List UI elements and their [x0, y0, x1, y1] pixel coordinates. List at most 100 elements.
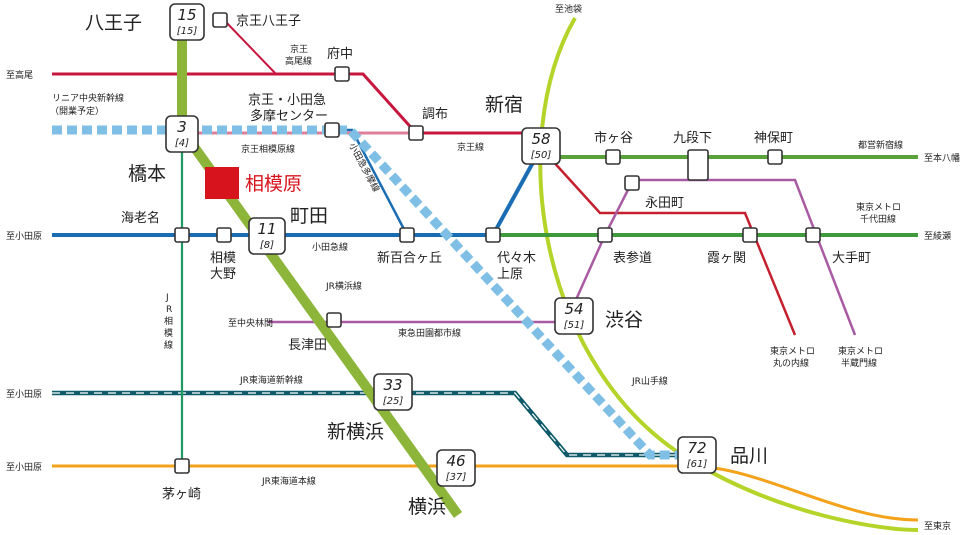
jr-shinkansen-dash [52, 392, 690, 456]
station-ichigaya-marker[interactable] [605, 149, 621, 165]
station-omotesando-marker[interactable] [597, 227, 613, 243]
box-machida[interactable]: 11 [8] [248, 217, 286, 255]
line-tokaido: JR東海道本線 [261, 475, 316, 487]
box-hashimoto[interactable]: 3 [4] [165, 115, 199, 153]
label-nagatacho: 永田町 [645, 196, 684, 211]
sagamihara-marker[interactable] [205, 167, 239, 199]
line-shinkansen: JR東海道新幹線 [239, 374, 303, 386]
label-keio-hachioji: 京王八王子 [236, 14, 301, 29]
label-kasumigaseki: 霞ヶ関 [707, 251, 746, 266]
box-hachioji[interactable]: 15 [15] [169, 3, 205, 41]
box-hachioji-sub: [15] [177, 26, 198, 37]
label-jimbocho: 神保町 [754, 131, 793, 146]
line-keio-takao-1: 京王 [290, 43, 308, 55]
box-yokohama[interactable]: 46 [37] [436, 449, 476, 487]
label-tama-center-2: 多摩センター [250, 108, 328, 124]
line-marunouchi-2: 丸の内線 [773, 357, 809, 369]
label-ebina: 海老名 [121, 210, 160, 226]
label-yokohama: 横浜 [408, 496, 446, 518]
label-sagami-ono-1: 相模 [210, 251, 236, 266]
line-hanzomon-1: 東京メトロ [838, 345, 883, 357]
label-sagami-ono-2: 大野 [210, 267, 236, 282]
box-shibuya-main: 54 [564, 300, 583, 318]
line-marunouchi-1: 東京メトロ [770, 345, 815, 357]
box-yokohama-sub: [37] [446, 472, 467, 483]
svg-text:模: 模 [164, 328, 173, 339]
station-nagatsuta-marker[interactable] [326, 312, 342, 328]
box-shin-yokohama-main: 33 [383, 376, 402, 394]
line-jr-yamanote: JR山手線 [631, 375, 668, 387]
label-fuchu: 府中 [327, 47, 353, 62]
label-hashimoto: 橋本 [128, 163, 166, 185]
label-nagatsuta: 長津田 [288, 338, 327, 353]
svg-text:R: R [166, 305, 172, 315]
station-otemachi-marker[interactable] [805, 227, 821, 243]
station-chigasaki-marker[interactable] [174, 458, 190, 474]
label-kudanshita: 九段下 [673, 131, 712, 146]
line-odakyu: 小田急線 [312, 241, 348, 253]
station-ebina-marker[interactable] [174, 227, 190, 243]
box-shinjuku-sub: [50] [531, 150, 552, 161]
label-hachioji: 八王子 [85, 12, 142, 34]
box-shinjuku[interactable]: 58 [50] [521, 127, 561, 165]
label-chigasaki: 茅ヶ崎 [162, 487, 201, 502]
station-sagami-ono-marker[interactable] [216, 227, 232, 243]
label-shibuya: 渋谷 [605, 309, 643, 331]
label-shinyurigaoka: 新百合ヶ丘 [377, 250, 442, 266]
label-omotesando: 表参道 [613, 250, 652, 266]
label-tama-center-1: 京王・小田急 [248, 93, 326, 108]
station-nagatacho-marker[interactable] [624, 175, 640, 191]
box-shin-yokohama[interactable]: 33 [25] [373, 373, 413, 411]
dir-takao: 至高尾 [6, 69, 33, 81]
label-otemachi: 大手町 [832, 251, 871, 266]
box-hachioji-main: 15 [177, 6, 196, 24]
box-shinagawa[interactable]: 72 [61] [677, 436, 717, 474]
dir-odawara-tokaido: 至小田原 [6, 462, 42, 473]
station-kasumigaseki-marker[interactable] [742, 227, 758, 243]
box-yokohama-main: 46 [446, 452, 465, 470]
line-keio-takao-2: 高尾線 [285, 55, 312, 67]
dir-tokyo: 至東京 [924, 520, 951, 532]
dir-odawara-odakyu: 至小田原 [6, 231, 42, 242]
keio-line [52, 72, 541, 135]
dir-ayase: 至綾瀬 [924, 230, 951, 242]
label-yoyogi-uehara-2: 上原 [497, 267, 523, 282]
svg-text:線: 線 [164, 339, 173, 351]
box-shinagawa-sub: [61] [687, 459, 708, 470]
marunouchi-line [540, 147, 797, 336]
label-shinjuku: 新宿 [485, 94, 523, 116]
line-keio-sagamihara: 京王相模原線 [241, 143, 295, 155]
station-chofu-marker[interactable] [408, 125, 424, 141]
box-shin-yokohama-sub: [25] [383, 396, 404, 407]
station-keio-hachioji-marker[interactable] [212, 12, 228, 28]
linear-shinkansen-line [52, 125, 690, 460]
dir-odawara-shinkansen: 至小田原 [6, 389, 42, 400]
station-yoyogi-uehara-marker[interactable] [485, 227, 501, 243]
line-linear-1: リニア中央新幹線 [52, 92, 124, 104]
dir-ikebukuro: 至池袋 [555, 3, 582, 15]
station-fuchu-marker[interactable] [334, 66, 350, 82]
line-jr-sagami: J R 相 模 線 [164, 293, 173, 351]
dir-chuorinkan: 至中央林間 [228, 317, 273, 329]
box-shibuya[interactable]: 54 [51] [554, 297, 594, 335]
dir-motoyawata: 至本八幡 [924, 152, 960, 164]
station-tama-center-marker[interactable] [324, 122, 340, 138]
label-ichigaya: 市ヶ谷 [594, 130, 633, 146]
keio-takao-line [223, 19, 277, 75]
line-toei-shinjuku: 都営新宿線 [858, 139, 903, 151]
line-chiyoda-1: 東京メトロ [856, 201, 901, 213]
box-shinjuku-main: 58 [531, 130, 550, 148]
hanzomon-line [268, 178, 857, 336]
box-machida-sub: [8] [260, 240, 274, 251]
station-jimbocho-marker[interactable] [767, 149, 783, 165]
station-kudanshita-marker[interactable] [687, 149, 709, 181]
line-denentoshi: 東急田園都市線 [398, 327, 461, 339]
line-hanzomon-2: 半蔵門線 [841, 357, 877, 369]
label-machida: 町田 [290, 205, 328, 227]
box-hashimoto-main: 3 [177, 118, 187, 136]
box-shinagawa-main: 72 [687, 439, 706, 457]
label-shinagawa: 品川 [730, 445, 768, 467]
line-linear-2: （開業予定） [50, 105, 104, 117]
station-shinyurigaoka-marker[interactable] [399, 227, 415, 243]
